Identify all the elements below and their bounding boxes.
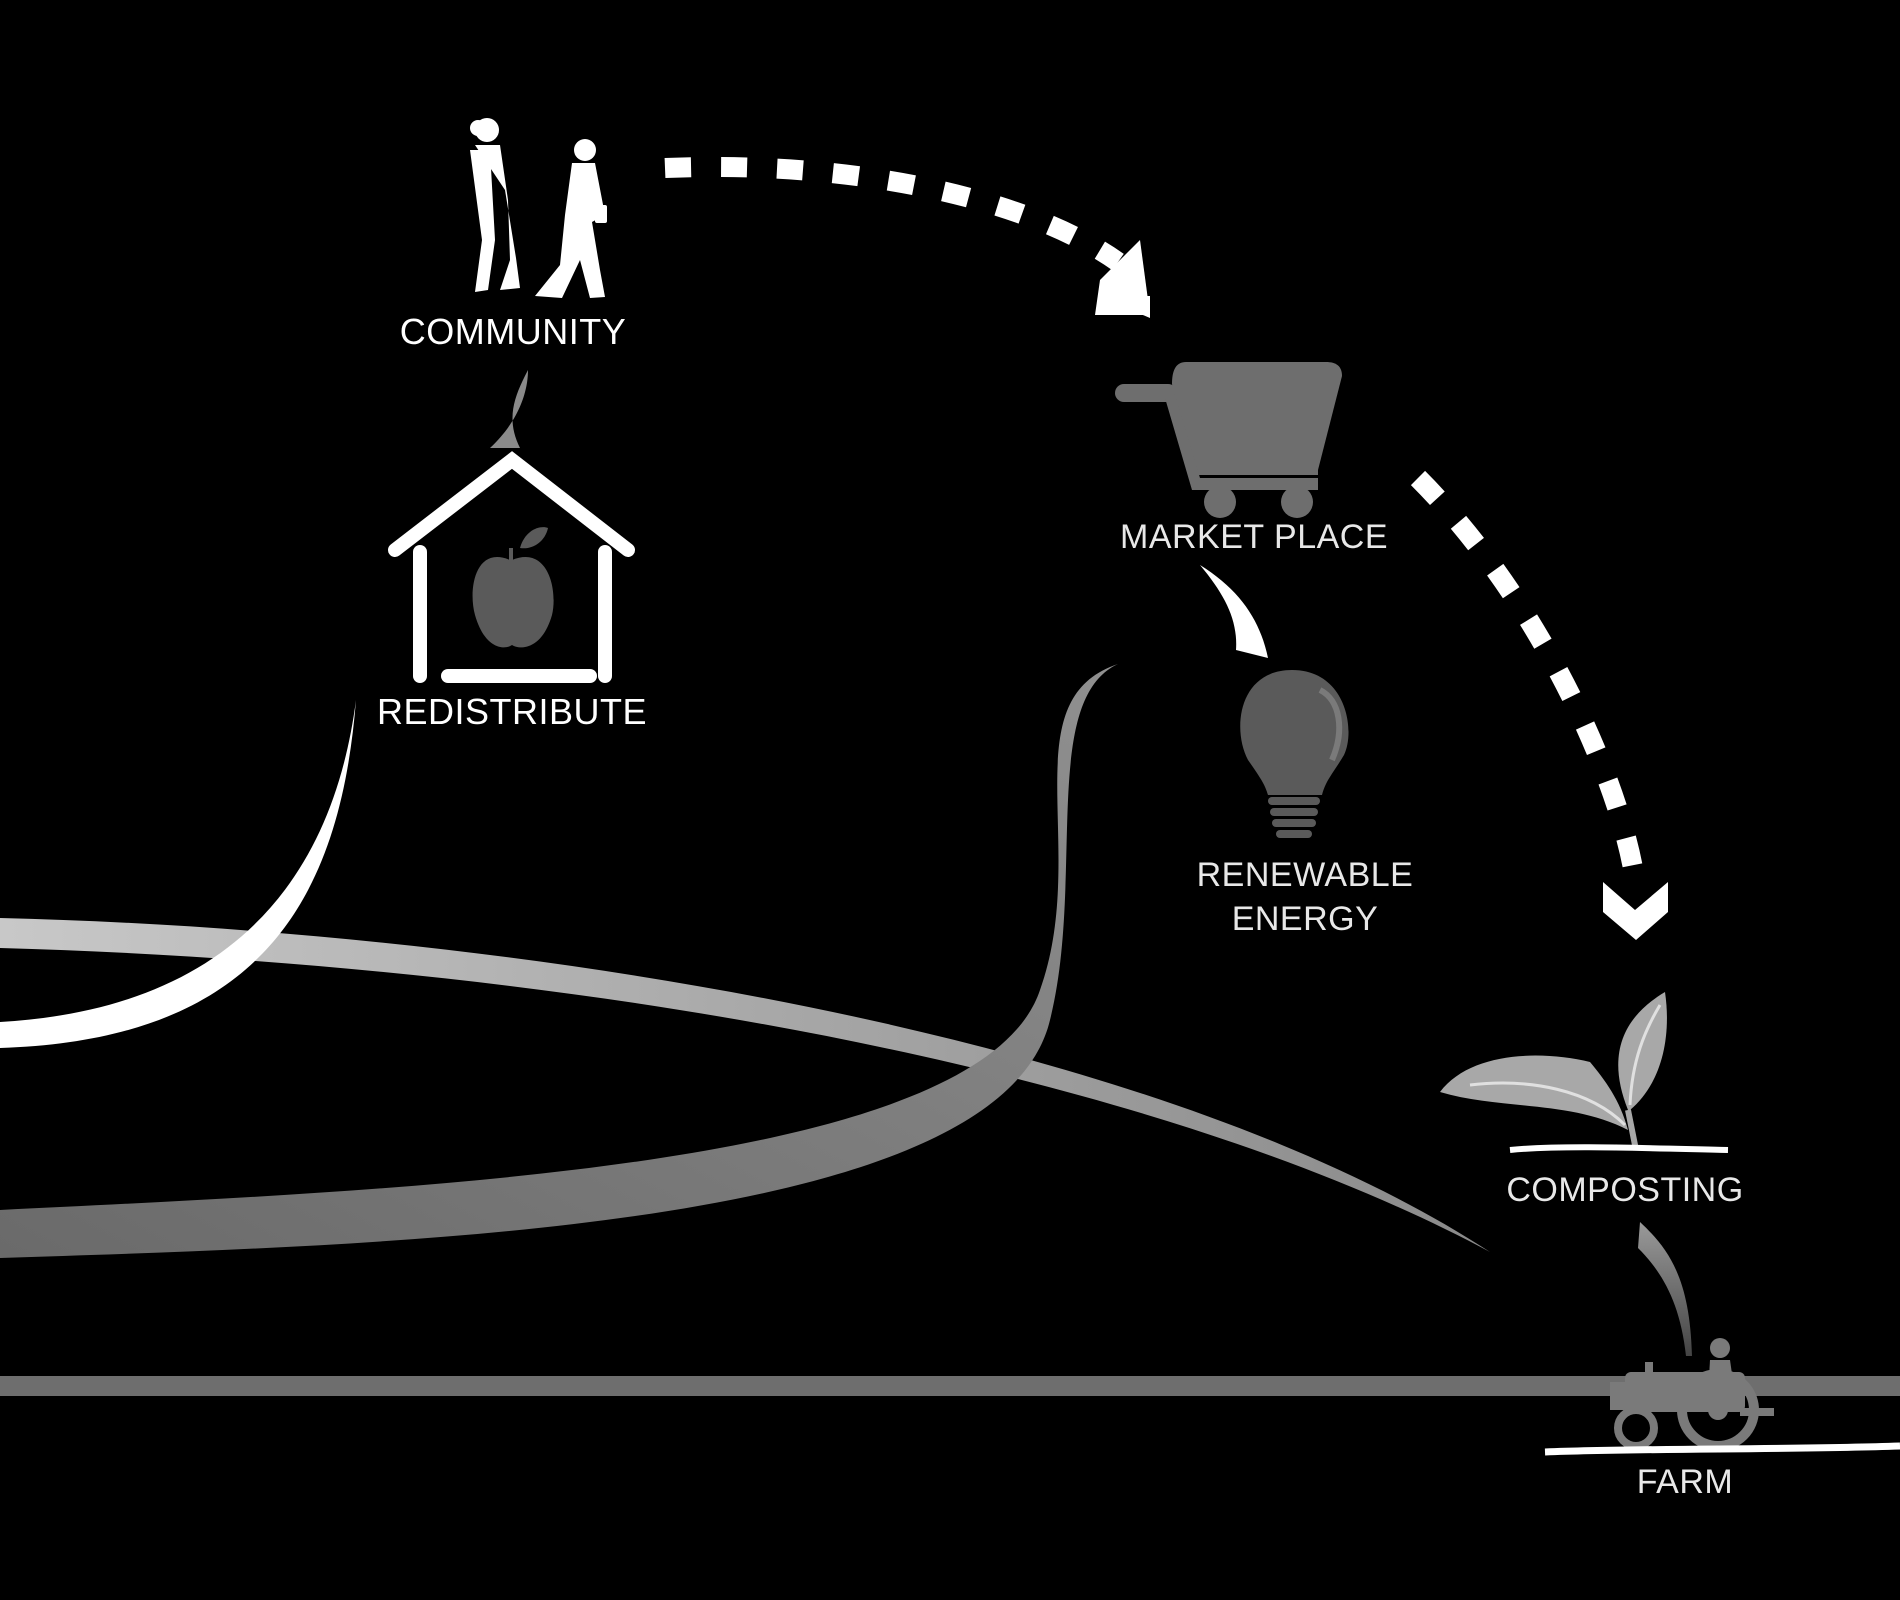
redistribute-label: REDISTRIBUTE <box>376 691 648 732</box>
dashed-arrow-community-to-market <box>664 156 1124 271</box>
sprout-icon <box>1440 992 1729 1153</box>
people-walking-icon <box>470 118 607 298</box>
renewable-energy-label-line1: RENEWABLE <box>1196 856 1414 894</box>
house-apple-icon <box>388 451 635 683</box>
shopping-cart-icon <box>1115 362 1342 518</box>
connector-market-to-energy <box>1200 565 1268 658</box>
curve-light-gray <box>0 918 1490 1252</box>
renewable-energy-label-line2: ENERGY <box>1231 900 1379 938</box>
arrowhead-market-tip <box>1098 296 1150 318</box>
dashed-arrow-market-to-composting <box>1410 470 1645 882</box>
farm-label: FARM <box>1636 1463 1734 1501</box>
ground-line <box>0 1376 1900 1396</box>
arrowhead-composting <box>1603 882 1668 940</box>
curve-gray <box>0 664 1118 1258</box>
connector-redistribute-to-community <box>490 370 528 448</box>
tractor-icon <box>1544 1338 1900 1456</box>
curve-white <box>0 700 356 1048</box>
market-place-label: MARKET PLACE <box>1120 518 1389 556</box>
connector-composting-to-farm <box>1638 1222 1692 1356</box>
community-label: COMMUNITY <box>399 311 627 352</box>
light-bulb-icon <box>1240 670 1349 838</box>
composting-label: COMPOSTING <box>1506 1171 1744 1209</box>
